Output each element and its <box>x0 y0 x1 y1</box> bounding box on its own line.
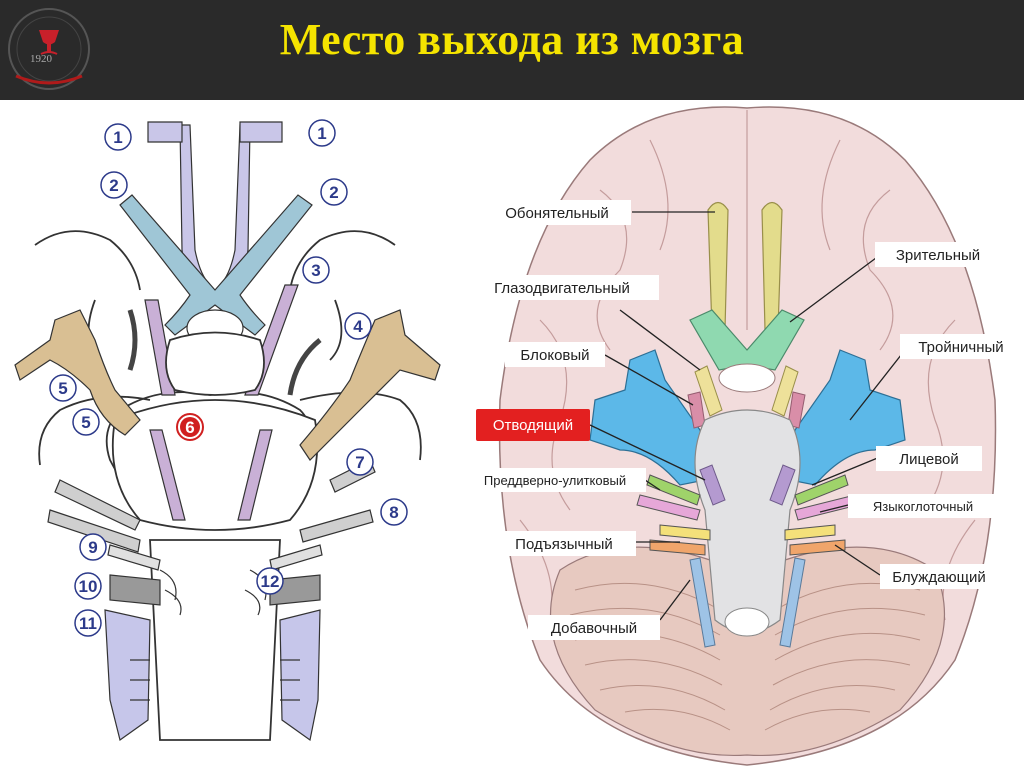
header-bar: 1920 Место выхода из мозга <box>0 0 1024 100</box>
left-number-3: 3 <box>311 261 320 280</box>
label-trigeminal: Тройничный <box>918 339 1003 356</box>
left-diagram: 1 1 2 2 3 4 5 5 6 7 8 9 10 <box>14 119 441 742</box>
label-accessory: Добавочный <box>551 620 637 637</box>
label-oculomotor: Глазодвигательный <box>494 280 630 297</box>
label-olfactory: Обонятельный <box>505 205 609 222</box>
left-number-7: 7 <box>355 453 364 472</box>
left-number-2a: 2 <box>109 176 118 195</box>
right-diagram: Обонятельный Зрительный Глазодвигательны… <box>470 106 1022 766</box>
left-number-12: 12 <box>261 572 280 591</box>
page-title: Место выхода из мозга <box>279 15 745 64</box>
left-number-11: 11 <box>79 614 97 633</box>
university-logo <box>8 8 90 90</box>
label-glossopharyngeal: Языкоглоточный <box>873 499 973 514</box>
left-number-1a: 1 <box>113 128 122 147</box>
label-facial: Лицевой <box>899 451 959 468</box>
content-area: 1 1 2 2 3 4 5 5 6 7 8 9 10 <box>0 100 1024 767</box>
label-vestibulocochlear: Преддверно-улитковый <box>484 473 626 488</box>
label-abducens: Отводящий <box>493 417 573 434</box>
left-number-5a: 5 <box>58 379 67 398</box>
left-number-9: 9 <box>88 538 97 557</box>
left-number-1b: 1 <box>317 124 326 143</box>
label-vagus: Блуждающий <box>892 569 986 586</box>
left-number-10: 10 <box>79 577 98 596</box>
label-hypoglossal: Подъязычный <box>515 536 613 553</box>
left-number-5b: 5 <box>81 413 90 432</box>
label-optic: Зрительный <box>896 247 980 264</box>
label-trochlear: Блоковый <box>520 347 589 364</box>
left-number-4: 4 <box>353 317 363 336</box>
logo-year: 1920 <box>30 53 52 65</box>
left-number-2b: 2 <box>329 183 338 202</box>
left-number-8: 8 <box>389 503 398 522</box>
left-number-6: 6 <box>185 418 194 437</box>
